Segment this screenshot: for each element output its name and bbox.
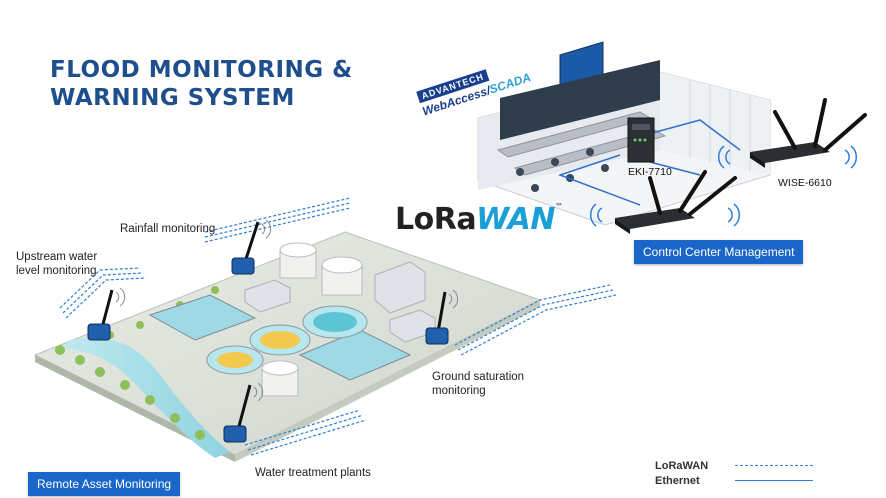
ground-saturation-label-line-2: monitoring — [432, 385, 486, 397]
treatment-plant-illustration — [33, 231, 542, 462]
legend: LoRaWAN Ethernet — [655, 458, 813, 488]
lorawan-logo-wan: WAN — [476, 202, 555, 237]
lorawan-logo-tm: ™ — [554, 202, 563, 211]
upstream-sensor — [87, 287, 126, 341]
ground-saturation-label-line-1: Ground saturation — [432, 371, 525, 383]
wise-gateway-upper — [717, 98, 867, 169]
wise-device-label: WISE-6610 — [778, 177, 832, 189]
lorawan-links — [59, 197, 617, 456]
control-room — [477, 41, 771, 226]
legend-lorawan-label: LoRaWAN — [655, 459, 709, 472]
water-treatment-label: Water treatment plants — [255, 467, 371, 479]
legend-row-lorawan: LoRaWAN — [655, 458, 813, 473]
legend-row-ethernet: Ethernet — [655, 473, 813, 488]
rainfall-sensor — [231, 219, 272, 275]
title-line-1: FLOOD MONITORING & — [50, 57, 353, 83]
remote-asset-box: Remote Asset Monitoring — [28, 472, 181, 496]
upstream-label-line-2: level monitoring — [16, 265, 97, 277]
rainfall-label: Rainfall monitoring — [120, 223, 216, 235]
title-line-2: WARNING SYSTEM — [50, 85, 295, 111]
eki-switch-device — [627, 117, 655, 163]
lorawan-logo-lora: LoRa — [395, 202, 477, 237]
wise-gateway-lower — [589, 170, 741, 234]
page-title: FLOOD MONITORING & WARNING SYSTEM — [50, 56, 353, 112]
ground-saturation-sensor — [425, 289, 459, 345]
upstream-label-line-1: Upstream water — [16, 251, 98, 263]
water-treatment-sensor — [223, 382, 264, 443]
eki-device-label: EKI-7710 — [628, 166, 672, 178]
lorawan-logo: LoRaWAN™ — [395, 202, 563, 237]
legend-dashed-line — [735, 465, 813, 466]
legend-solid-line — [735, 480, 813, 481]
legend-ethernet-label: Ethernet — [655, 474, 700, 487]
ethernet-links — [557, 119, 741, 206]
control-center-box: Control Center Management — [634, 240, 804, 264]
